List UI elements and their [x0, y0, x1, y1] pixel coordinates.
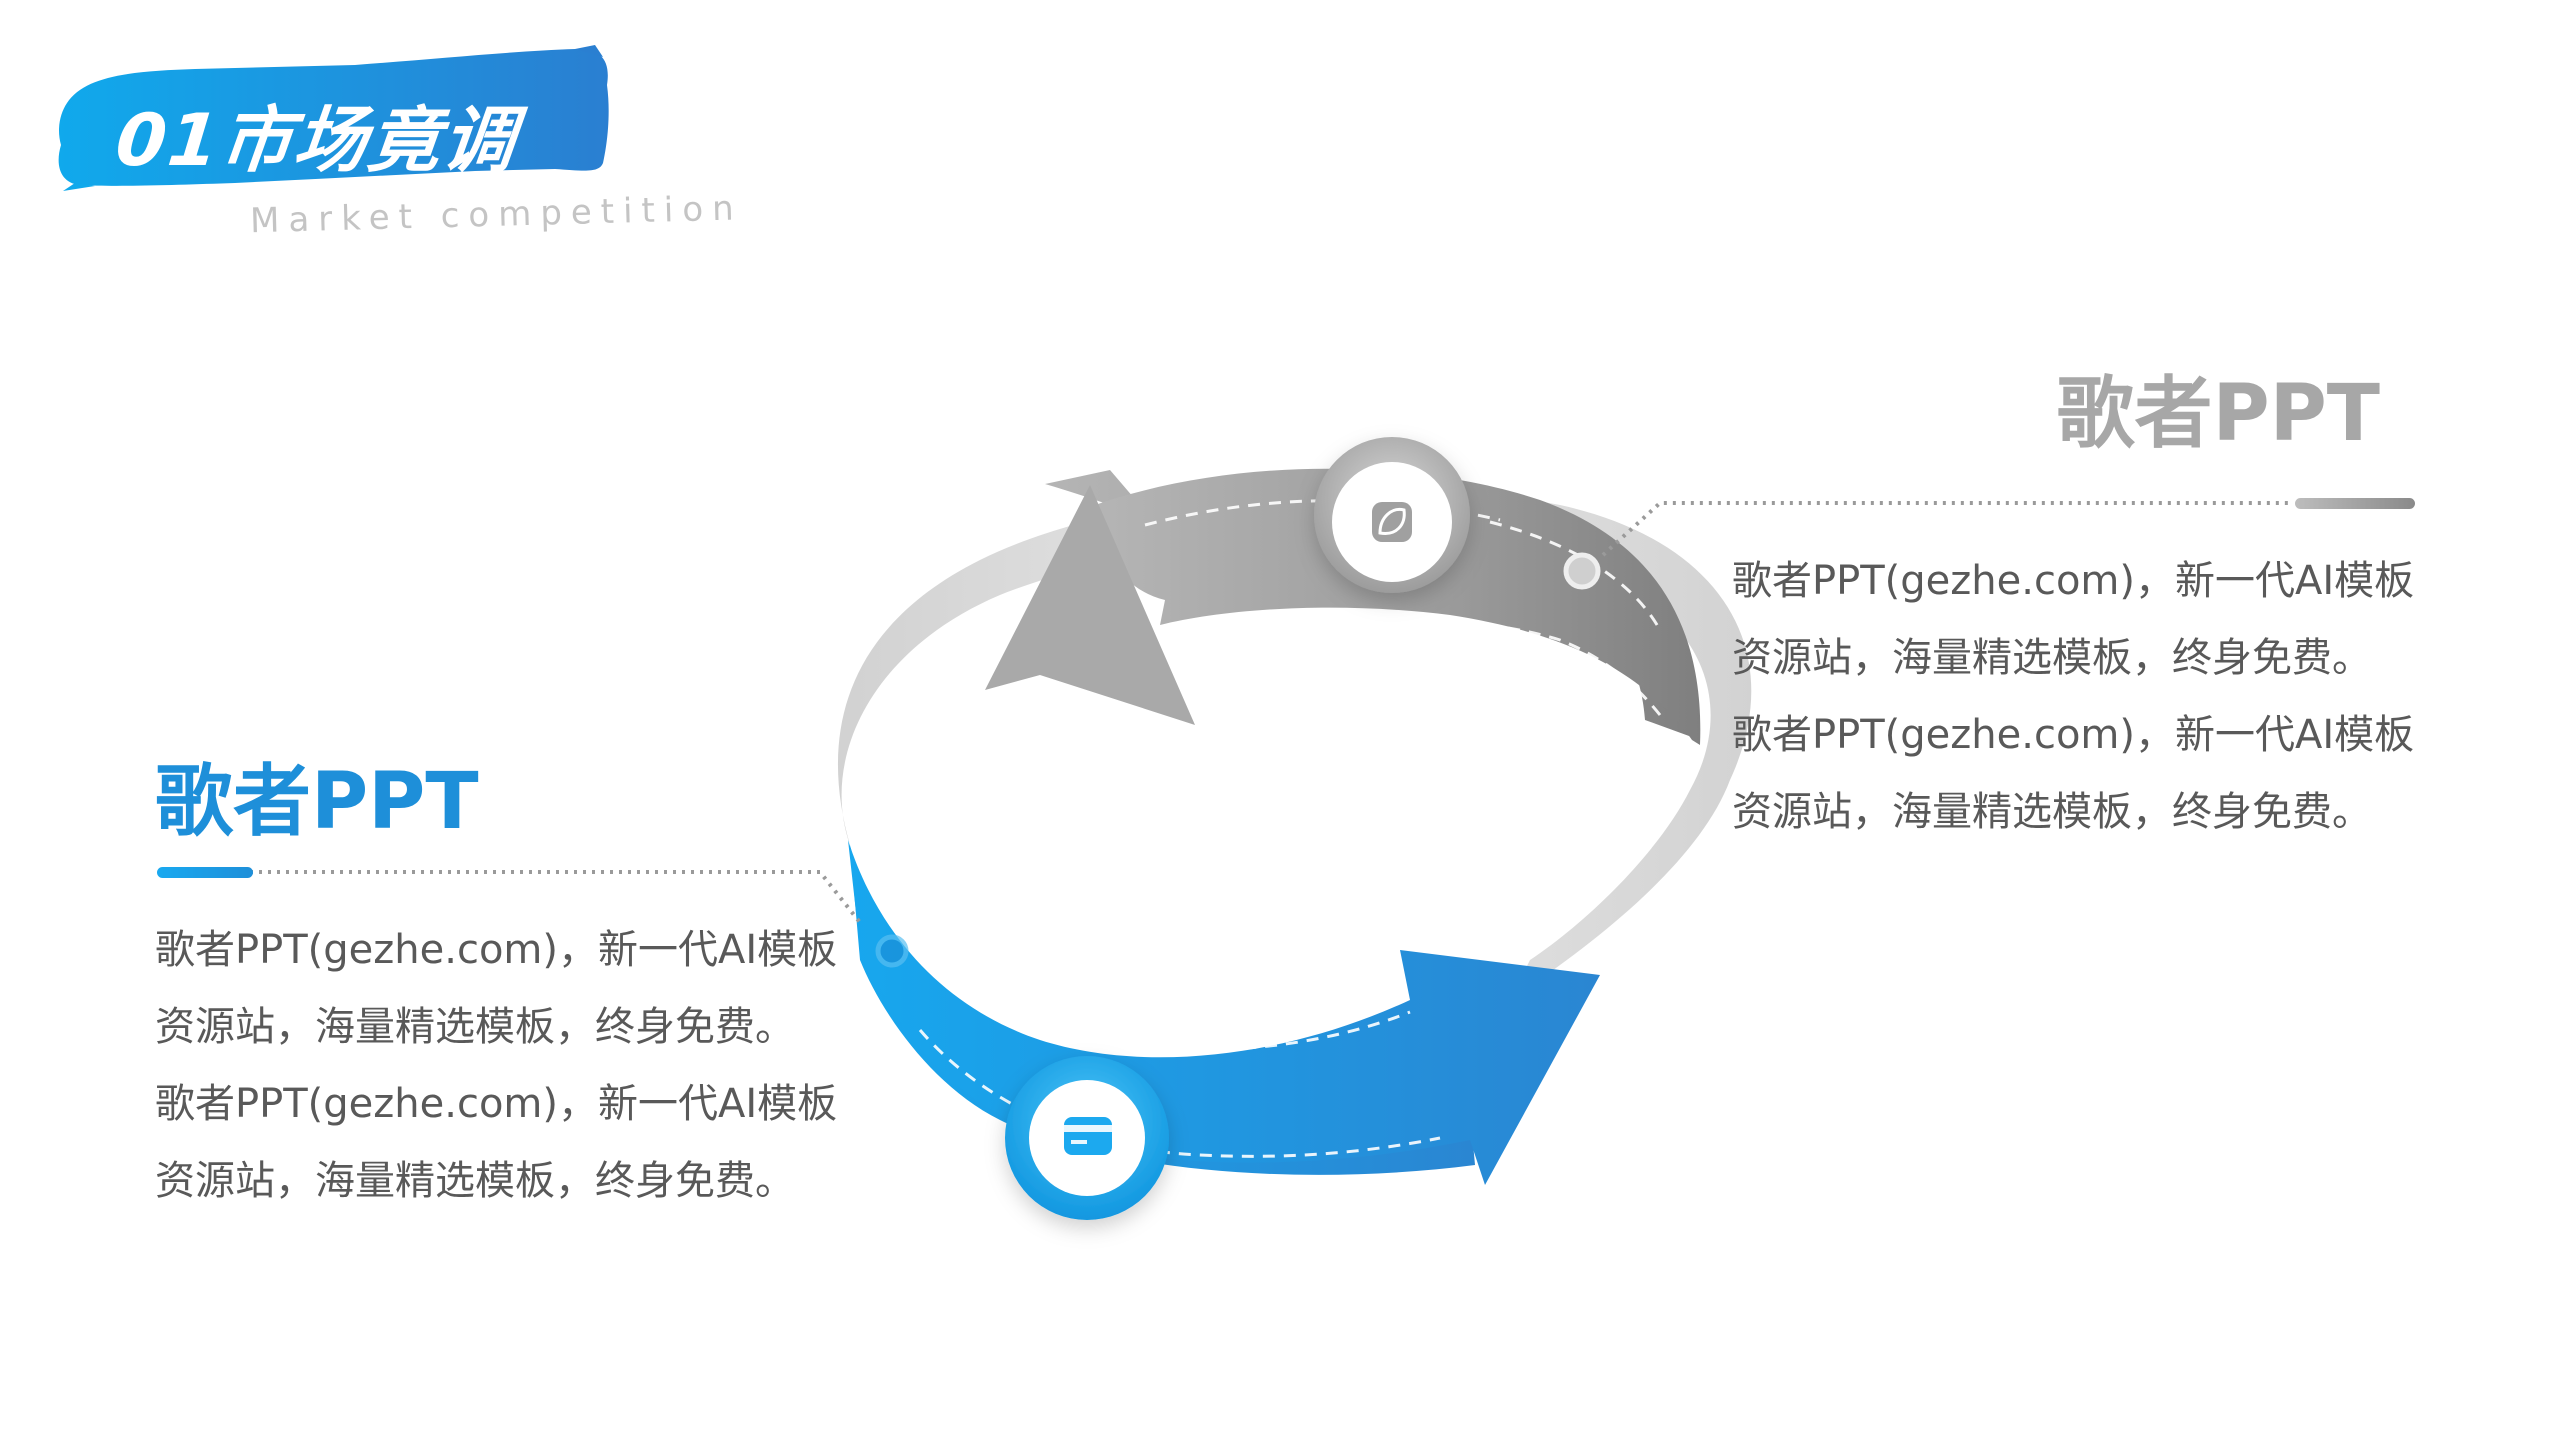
- brush-stroke-background: [58, 45, 609, 191]
- right-connector: [1601, 501, 2290, 557]
- blue-node-marker: [875, 934, 909, 968]
- right-text-line: 歌者PPT(gezhe.com)，新一代AI模板: [1732, 558, 2415, 604]
- left-text-line: 资源站，海量精选模板，终身免费。: [155, 1158, 795, 1204]
- left-connector: [160, 870, 864, 927]
- right-text-line: 资源站，海量精选模板，终身免费。: [1732, 635, 2372, 681]
- left-block-text: 歌者PPT(gezhe.com)，新一代AI模板 资源站，海量精选模板，终身免费…: [155, 912, 837, 1220]
- card-icon: [1071, 1140, 1087, 1144]
- section-header: 01市场竟调 Market competition: [55, 45, 743, 241]
- right-block-text: 歌者PPT(gezhe.com)，新一代AI模板 资源站，海量精选模板，终身免费…: [1732, 543, 2414, 851]
- blue-band-full: [848, 840, 1600, 1185]
- gray-arrowhead: [985, 485, 1195, 725]
- top-badge: [1314, 437, 1470, 593]
- gray-band-dash-right: [1489, 520, 1662, 631]
- blue-band-dash-inner: [918, 1029, 1441, 1158]
- bottom-badge: [1005, 1056, 1169, 1220]
- leaf-icon: [1378, 507, 1406, 535]
- left-text-line: 歌者PPT(gezhe.com)，新一代AI模板: [155, 1081, 838, 1127]
- left-text-line: 歌者PPT(gezhe.com)，新一代AI模板: [155, 927, 838, 973]
- left-accent-bar: [157, 867, 253, 878]
- right-info-block: 歌者PPT 歌者PPT(gezhe.com)，新一代AI模板 资源站，海量精选模…: [1720, 365, 2420, 845]
- right-accent-bar: [2295, 498, 2415, 509]
- gray-band-dash-inner: [1174, 616, 1662, 716]
- left-text-line: 资源站，海量精选模板，终身免费。: [155, 1004, 795, 1050]
- blue-band-dash-outer: [898, 923, 1411, 1051]
- left-info-block: 歌者PPT 歌者PPT(gezhe.com)，新一代AI模板 资源站，海量精选模…: [155, 755, 875, 1225]
- right-text-line: 资源站，海量精选模板，终身免费。: [1732, 789, 2372, 835]
- right-text-line: 歌者PPT(gezhe.com)，新一代AI模板: [1732, 712, 2415, 758]
- gray-node-marker: [1563, 552, 1601, 590]
- gray-band-body: [1095, 468, 1701, 745]
- left-block-title: 歌者PPT: [155, 757, 479, 847]
- right-block-title: 歌者PPT: [2056, 369, 2380, 459]
